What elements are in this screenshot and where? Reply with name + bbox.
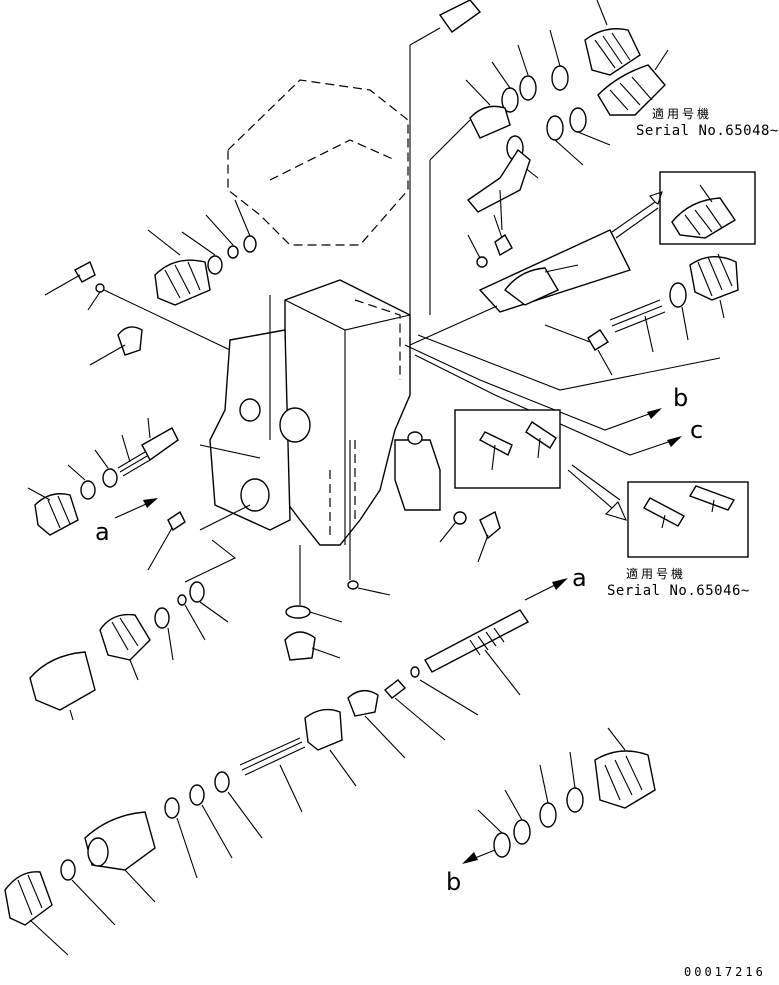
inset-valve-box xyxy=(611,171,756,245)
cartridge-box xyxy=(409,214,631,346)
reference-letter-b-bottom: b xyxy=(446,868,462,896)
plug-bottom-centre xyxy=(284,545,391,661)
o-rings-top xyxy=(491,29,611,179)
arrow-ref-a-left xyxy=(114,498,158,519)
plug-top-1 xyxy=(584,0,641,76)
spool-housing-left xyxy=(29,510,229,721)
reference-letter-c: c xyxy=(690,416,704,444)
plug-left-middle xyxy=(27,417,179,536)
serial-number-label-top: Serial No.65048~ xyxy=(636,123,779,139)
plug-cap-right xyxy=(439,510,501,563)
valve-body-phantom xyxy=(227,79,409,246)
plug-bottom-right xyxy=(462,727,656,864)
plug-cap-small xyxy=(465,79,511,139)
spool xyxy=(424,578,568,696)
applicable-model-label-mid: 適用号機 xyxy=(626,567,687,581)
bolt-box xyxy=(454,409,627,521)
serial-number-label-mid: Serial No.65046~ xyxy=(607,583,750,599)
sensor-top xyxy=(409,0,482,320)
applicable-model-label-top: 適用号機 xyxy=(652,107,713,121)
inset-bolt-box xyxy=(627,481,749,558)
poppet xyxy=(466,148,531,231)
plug-top-2 xyxy=(597,49,669,116)
spool-spring-parts xyxy=(239,666,479,813)
plug-left-upper xyxy=(44,199,257,366)
reference-leaders-b-c xyxy=(404,334,721,456)
valve-body xyxy=(209,279,441,546)
spool-rings-lower xyxy=(164,771,263,879)
reference-letter-b-right: b xyxy=(673,384,689,412)
reference-letter-a-left: a xyxy=(95,518,110,546)
housing-lower-left xyxy=(4,811,156,956)
detent-springs xyxy=(544,253,739,376)
drawing-code: 00017216 xyxy=(684,965,766,979)
body-leader-lines xyxy=(184,295,351,583)
reference-letter-a-right: a xyxy=(572,564,587,592)
